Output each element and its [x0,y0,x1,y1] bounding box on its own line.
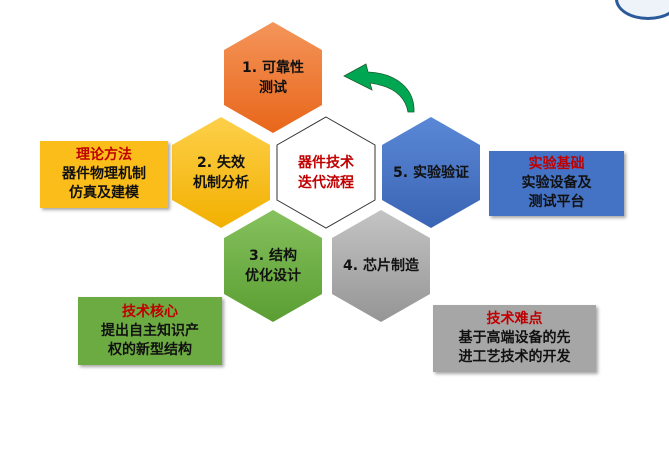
note-theory: 理论方法 器件物理机制 仿真及建模 [40,141,168,208]
step-5-label: 5. 实验验证 [382,117,480,228]
note-core-line1: 提出自主知识产 [101,322,199,339]
step-4-line1: 4. 芯片制造 [343,257,419,274]
center-line1: 器件技术 [298,154,354,171]
hex-step-1 [224,22,322,133]
hex-step-2 [172,117,270,228]
step-1-label: 1. 可靠性测试 [224,22,322,133]
note-theory-line2: 仿真及建模 [69,185,139,201]
step-3-line1: 3. 结构 [249,247,297,264]
step-3-label: 3. 结构优化设计 [224,210,322,321]
step-2-label: 2. 失效机制分析 [172,117,270,228]
step-1-line2: 测试 [259,79,287,96]
note-experiment: 实验基础 实验设备及 测试平台 [489,151,624,216]
note-difficulty: 技术难点 基于高端设备的先 进工艺技术的开发 [433,305,596,372]
step-3-line2: 优化设计 [245,267,301,284]
note-theory-line1: 器件物理机制 [62,166,146,182]
note-experiment-line2: 测试平台 [528,194,585,210]
hex-step-3 [224,210,322,322]
curved-arrow-icon [343,63,415,113]
note-core-line2: 权的新型结构 [108,341,192,358]
note-experiment-line1: 实验设备及 [521,175,592,191]
hex-center [276,116,376,229]
note-difficulty-line1: 基于高端设备的先 [458,330,571,346]
note-theory-title: 理论方法 [76,147,132,163]
hex-step-4 [332,210,430,322]
note-core: 技术核心 提出自主知识产 权的新型结构 [78,297,222,365]
hex-step-5 [382,117,480,228]
step-4-label: 4. 芯片制造 [332,210,430,321]
step-5-line1: 5. 实验验证 [393,164,469,181]
center-label: 器件技术迭代流程 [277,117,375,228]
step-2-line2: 机制分析 [193,174,249,191]
step-1-line1: 1. 可靠性 [242,59,304,76]
center-line2: 迭代流程 [298,174,354,191]
note-experiment-title: 实验基础 [528,156,585,172]
note-difficulty-title: 技术难点 [486,311,543,327]
note-difficulty-line2: 进工艺技术的开发 [458,349,571,365]
step-2-line1: 2. 失效 [197,154,245,171]
note-core-title: 技术核心 [122,303,178,320]
